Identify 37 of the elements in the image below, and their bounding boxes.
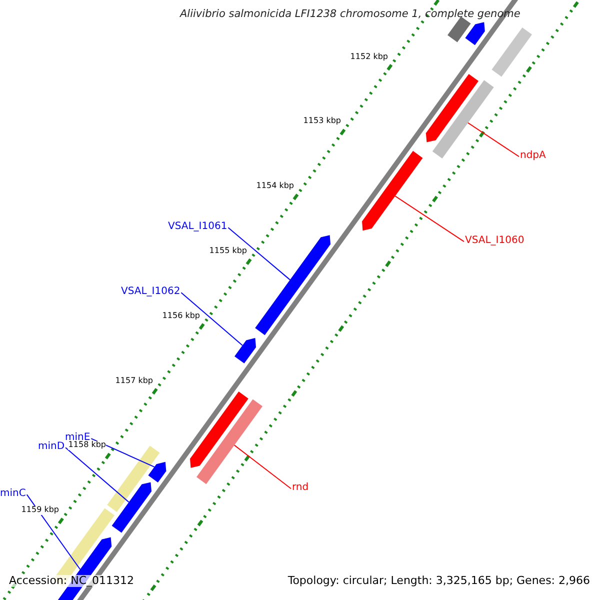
gene-label: minC: [0, 488, 26, 499]
scale-label: 1153 kbp: [303, 117, 341, 126]
leader-line: [26, 494, 81, 570]
scale-label: 1155 kbp: [209, 247, 247, 256]
gene-feature: [112, 482, 152, 533]
leader-line: [65, 447, 130, 503]
scale-label: 1152 kbp: [350, 53, 388, 62]
footer-text: Accession: NC_011312: [9, 575, 134, 588]
gene-feature: [362, 150, 423, 231]
gene-label: VSAL_I1062: [121, 286, 180, 297]
gene-feature: [465, 22, 485, 46]
gene-feature: [492, 28, 532, 77]
gene-label: ndpA: [520, 150, 546, 161]
scale-label: 1154 kbp: [256, 182, 294, 191]
leader-line: [394, 196, 464, 242]
footer-text: Topology: circular; Length: 3,325,165 bp; Genes: 2,966: [288, 575, 590, 588]
gene-feature: [426, 74, 478, 142]
gene-label: rnd: [292, 482, 309, 493]
gene-feature: [234, 338, 256, 364]
gene-feature: [432, 80, 494, 158]
leader-line: [180, 292, 243, 346]
scale-label: 1156 kbp: [162, 312, 200, 321]
scale-label: 1158 kbp: [68, 441, 106, 450]
gene-feature: [148, 462, 166, 482]
scale-label: 1159 kbp: [21, 506, 59, 515]
scale-label: 1157 kbp: [115, 377, 153, 386]
leader-line: [90, 438, 155, 468]
gene-label: VSAL_I1060: [465, 235, 524, 246]
leader-line: [468, 122, 520, 158]
gene-label: minD: [38, 441, 65, 452]
gene-label: VSAL_I1061: [168, 221, 228, 232]
gene-feature: [255, 235, 330, 336]
gene-feature: [190, 392, 248, 468]
gene-feature: [196, 399, 262, 484]
gene-feature: [107, 446, 160, 512]
leader-line: [234, 444, 292, 490]
leader-line: [228, 227, 290, 280]
